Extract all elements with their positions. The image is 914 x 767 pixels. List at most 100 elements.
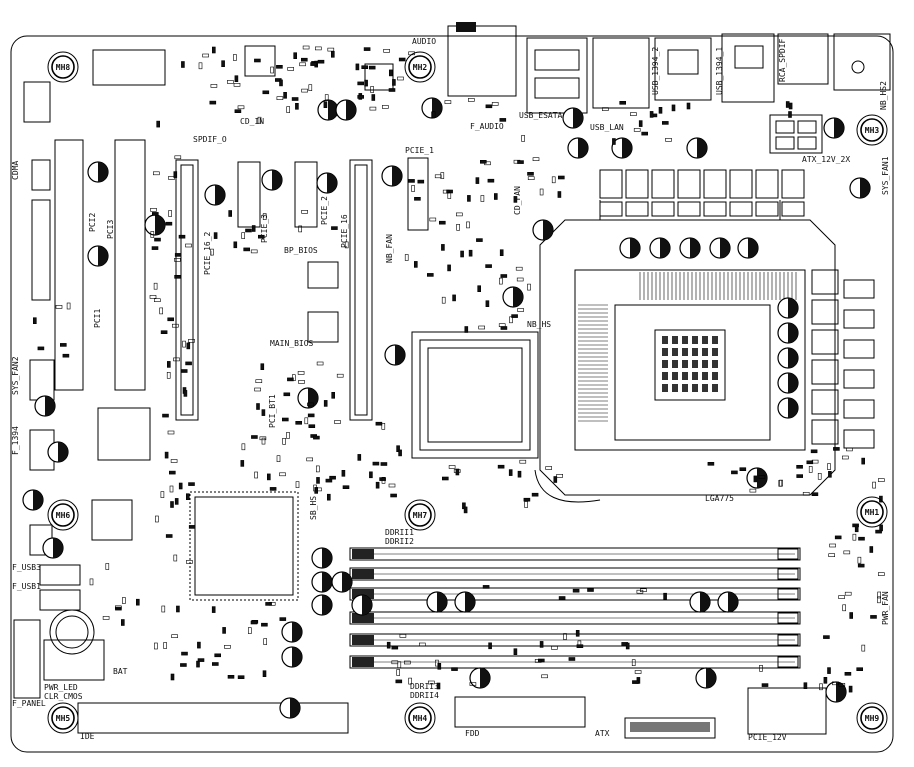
capacitor <box>381 165 403 187</box>
mounting-hole-label: MH1 <box>865 508 880 517</box>
capacitor <box>311 547 333 569</box>
mounting-hole-mh7: MH7 <box>404 499 436 531</box>
capacitor <box>335 99 357 121</box>
capacitor <box>777 297 799 319</box>
label-main_bios: MAIN_BIOS <box>270 339 314 348</box>
label-usb_esata: USB_ESATA <box>519 111 563 120</box>
capacitor <box>849 177 871 199</box>
label-ide: IDE <box>80 732 95 741</box>
capacitor <box>311 594 333 616</box>
capacitor <box>777 347 799 369</box>
capacitor <box>297 387 319 409</box>
capacitor <box>679 237 701 259</box>
capacitor <box>777 372 799 394</box>
label-nb_hs: NB_HS <box>527 320 551 329</box>
label-pwr_fan: PWR_FAN <box>881 591 890 625</box>
capacitor <box>469 667 491 689</box>
mounting-hole-mh3: MH3 <box>856 114 888 146</box>
dimm-2 <box>349 567 801 581</box>
capacitor <box>777 322 799 344</box>
label-ddrii2: DDRII2 <box>385 537 414 546</box>
dimm-1 <box>349 547 801 561</box>
label-pci2: PCI2 <box>88 213 97 232</box>
dimm-6 <box>349 655 801 669</box>
capacitor <box>695 667 717 689</box>
atx-12v-connector <box>769 114 823 154</box>
capacitor <box>454 591 476 613</box>
label-ddrii1: DDRII1 <box>385 528 414 537</box>
capacitor <box>311 571 333 593</box>
capacitor <box>823 117 845 139</box>
label-sys_fan1: SYS_FAN1 <box>881 156 890 195</box>
label-pci1: PCI1 <box>93 309 102 328</box>
label-usb_1394_2: USB_1394_2 <box>651 47 660 95</box>
rear-io <box>447 22 891 114</box>
label-pcie_16: PCIE_16 <box>340 214 349 248</box>
label-pcie_16_2: PCIE_16_2 <box>203 231 212 275</box>
label-pcie_2: PCIE_2 <box>320 196 329 225</box>
capacitor <box>717 591 739 613</box>
capacitor <box>532 219 554 241</box>
label-pwr_led: PWR_LED <box>44 683 78 692</box>
label-fdd: FDD <box>465 729 480 738</box>
capacitor <box>649 237 671 259</box>
mounting-hole-mh5: MH5 <box>47 702 79 734</box>
label-rca_spdif: RCA_SPDIF <box>778 38 787 82</box>
capacitor <box>825 681 847 703</box>
mounting-hole-label: MH8 <box>56 63 71 72</box>
label-pci3: PCI3 <box>106 220 115 239</box>
capacitor <box>689 591 711 613</box>
capacitor <box>421 97 443 119</box>
audio-codec-chip <box>91 499 133 541</box>
mounting-hole-mh4: MH4 <box>404 702 436 734</box>
capacitor <box>351 594 373 616</box>
label-nb_hs2: NB_HS2 <box>879 81 888 110</box>
mounting-hole-label: MH2 <box>413 63 428 72</box>
label-pcie_12v: PCIE_12V <box>748 733 787 742</box>
nb-chip <box>419 339 531 451</box>
label-f_usb1: F_USB1 <box>12 582 41 591</box>
label-cd_fan: CD_FAN <box>513 186 522 215</box>
label-atx_12v_2x: ATX_12V_2X <box>802 155 850 164</box>
capacitor <box>426 591 448 613</box>
capacitor <box>204 184 226 206</box>
capacitor <box>279 697 301 719</box>
capacitor <box>619 237 641 259</box>
capacitor <box>316 172 338 194</box>
cpu-socket <box>534 200 836 503</box>
nb-heatsink-outline <box>411 331 539 459</box>
mounting-hole-label: MH7 <box>413 511 428 520</box>
label-f_usb3: F_USB3 <box>12 563 41 572</box>
capacitor <box>87 161 109 183</box>
capacitor <box>709 237 731 259</box>
capacitor <box>281 646 303 668</box>
mounting-hole-label: MH5 <box>56 714 71 723</box>
label-f_1394: F_1394 <box>11 426 20 455</box>
label-nb_fan: NB_FAN <box>385 234 394 263</box>
left-headers <box>13 81 81 699</box>
label-bp_bios: BP_BIOS <box>284 246 318 255</box>
mounting-hole-mh9: MH9 <box>856 702 888 734</box>
lpc-chip <box>97 407 151 461</box>
capacitor <box>261 169 283 191</box>
memory-slots <box>349 547 801 669</box>
capacitor <box>331 571 353 593</box>
label-sys_fan2: SYS_FAN2 <box>11 356 20 395</box>
label-sb_hs: SB_HS <box>309 496 318 520</box>
label-pcie_1: PCIE_1 <box>405 146 434 155</box>
sb-chip <box>194 496 294 596</box>
mounting-hole-label: MH6 <box>56 511 71 520</box>
capacitor <box>777 397 799 419</box>
mounting-hole-mh6: MH6 <box>47 499 79 531</box>
capacitor <box>22 489 44 511</box>
board-outline <box>10 35 894 753</box>
capacitor <box>384 344 406 366</box>
label-clr_cmos: CLR_CMOS <box>44 692 83 701</box>
label-atx: ATX <box>595 729 610 738</box>
mounting-hole-label: MH4 <box>413 714 428 723</box>
capacitor <box>144 214 166 236</box>
label-bat: BAT <box>113 667 128 676</box>
capacitor <box>281 621 303 643</box>
label-audio: AUDIO <box>412 37 436 46</box>
